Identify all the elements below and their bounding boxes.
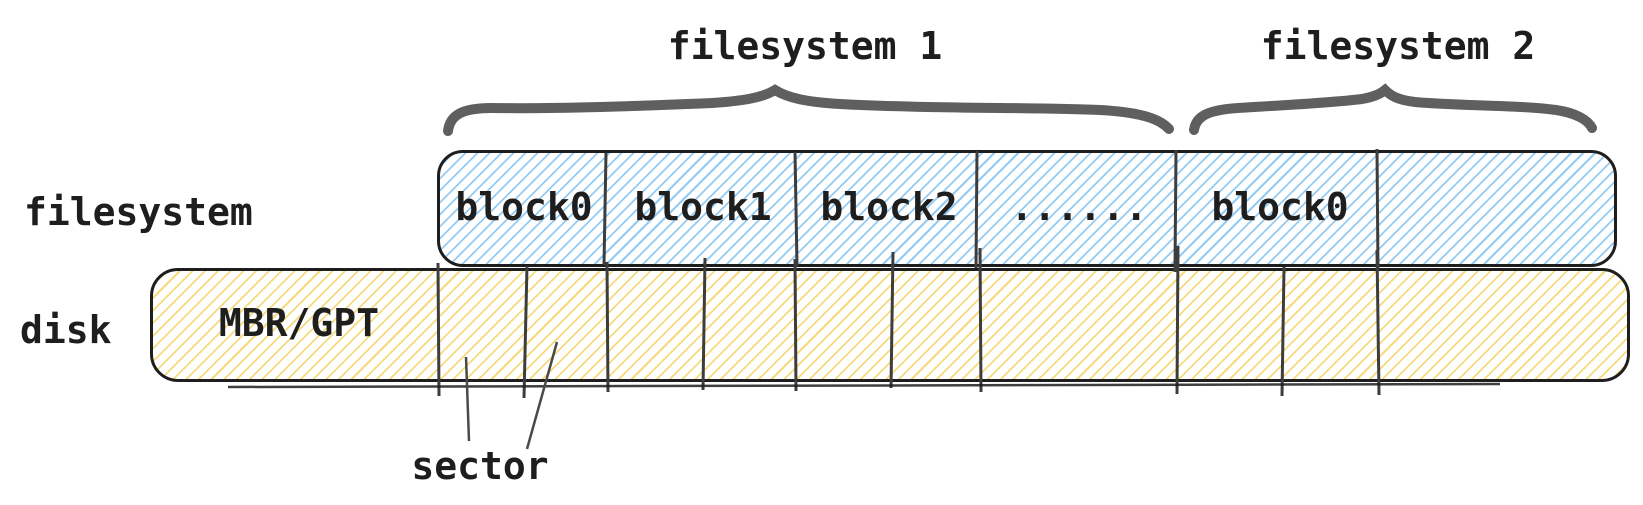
fs-block-ellipsis-label: ...... <box>1010 184 1148 229</box>
fs-block-label: block0 <box>455 184 593 229</box>
fs-block-label: block1 <box>634 184 772 229</box>
disk-bottom-sketch-line <box>227 382 1501 389</box>
filesystem-1-label: filesystem 1 <box>667 24 943 68</box>
fs-block-label: block0 <box>1211 184 1349 229</box>
fs-block-label: block2 <box>820 184 958 229</box>
mbr-gpt-cell-label: MBR/GPT <box>218 301 380 346</box>
curly-brace-filesystem-2 <box>1189 83 1597 135</box>
sector-label: sector <box>411 444 549 488</box>
disk-row-label: disk <box>20 308 112 352</box>
filesystem-bar: block0 block1 block2 ...... block0 <box>437 150 1617 267</box>
filesystem-row-label: filesystem <box>24 190 253 234</box>
curly-brace-filesystem-1 <box>443 84 1174 136</box>
disk-bar: MBR/GPT <box>150 268 1630 382</box>
filesystem-2-label: filesystem 2 <box>1260 24 1536 68</box>
